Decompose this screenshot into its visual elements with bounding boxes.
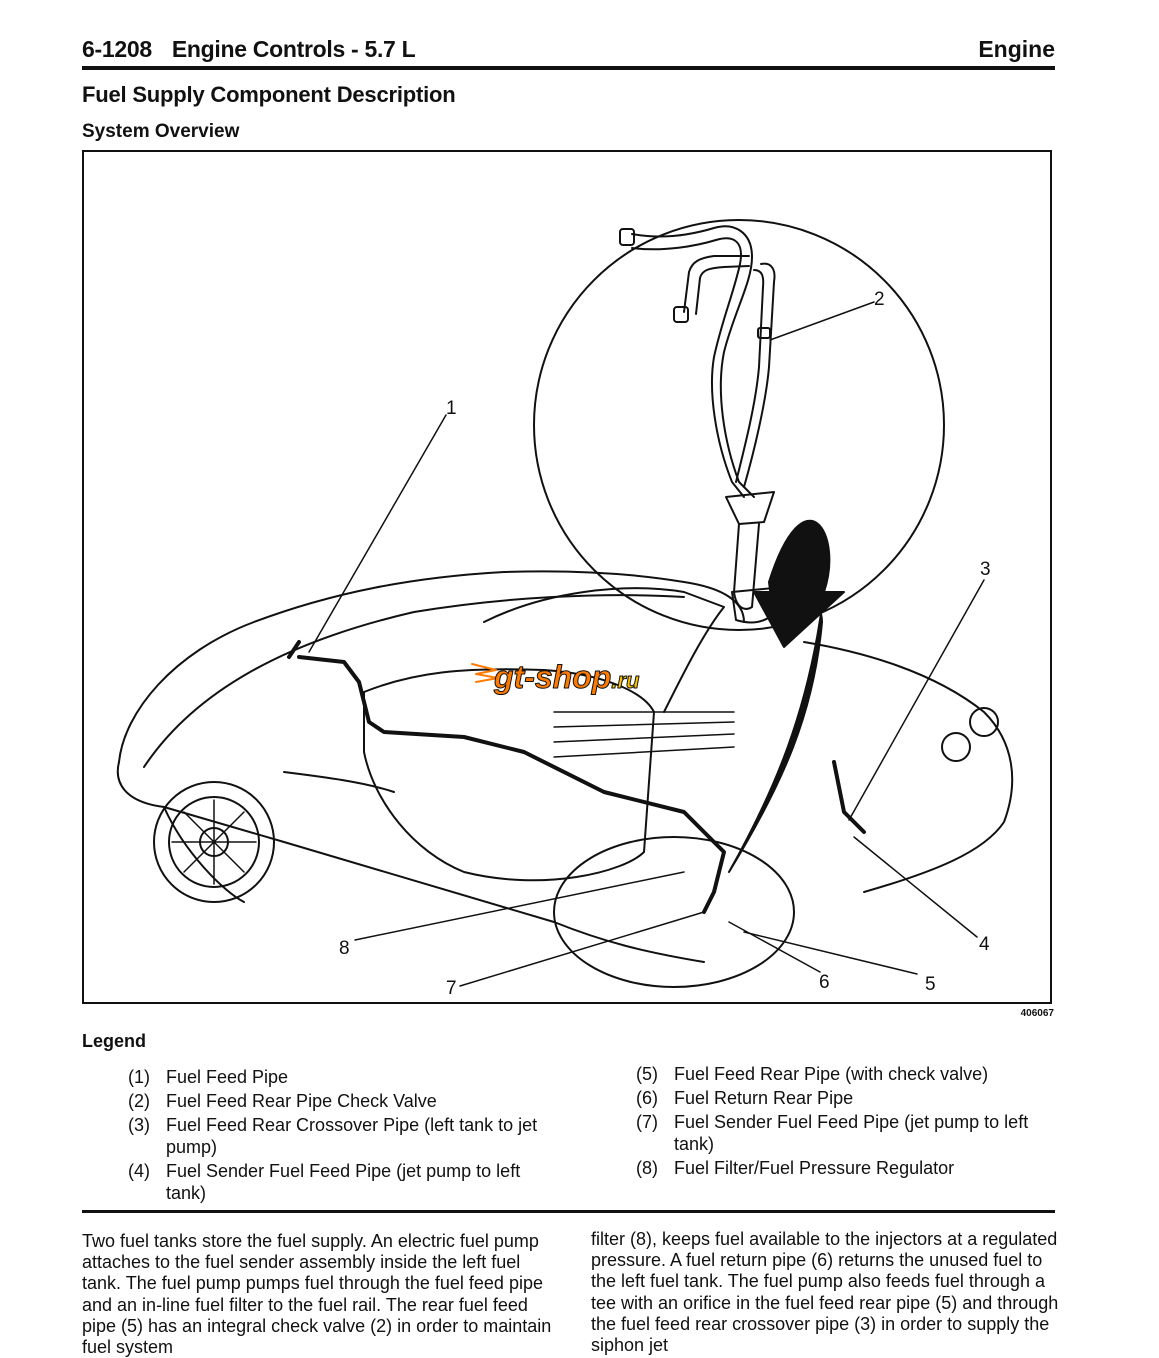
- callout-2: 2: [874, 289, 885, 310]
- tail-light-2: [941, 732, 971, 762]
- legend-text: Fuel Sender Fuel Feed Pipe (jet pump to …: [166, 1161, 521, 1203]
- legend-item: (1) Fuel Feed Pipe: [128, 1066, 558, 1088]
- body-text-column-left: Two fuel tanks store the fuel supply. An…: [82, 1231, 552, 1358]
- legend-number: (2): [128, 1091, 150, 1111]
- legend-item: (7) Fuel Sender Fuel Feed Pipe (jet pump …: [636, 1111, 1066, 1155]
- crossover-pipe: [832, 760, 866, 834]
- watermark-logo: gt-shop.ru: [471, 659, 640, 696]
- front-wheel-spokes: [171, 799, 257, 885]
- car-side-vent: [283, 771, 395, 793]
- car-door: [363, 668, 655, 882]
- roof-stripes: [553, 711, 735, 758]
- car-rear: [803, 641, 1014, 893]
- fuel-feed-pipe: [287, 640, 726, 914]
- leader-5: [743, 931, 918, 975]
- legend-item: (4) Fuel Sender Fuel Feed Pipe (jet pump …: [128, 1160, 558, 1204]
- detail-inset: [533, 219, 945, 631]
- front-wheel-rim: [168, 796, 260, 888]
- callout-7: 7: [446, 978, 457, 999]
- callout-1: 1: [446, 398, 457, 419]
- car-hood-inner: [143, 594, 685, 768]
- page-number: 6-1208: [82, 36, 152, 62]
- leader-3: [848, 579, 985, 821]
- legend-item: (2) Fuel Feed Rear Pipe Check Valve: [128, 1090, 558, 1112]
- car-illustration: [116, 570, 1014, 988]
- leader-1: [308, 414, 447, 653]
- section-title: Fuel Supply Component Description: [82, 82, 456, 107]
- legend-text: Fuel Return Rear Pipe: [674, 1088, 854, 1108]
- leader-6: [728, 921, 821, 973]
- legend-number: (3): [128, 1115, 150, 1135]
- subsection-title: System Overview: [82, 121, 240, 142]
- legend-number: (6): [636, 1088, 658, 1108]
- legend-text: Fuel Sender Fuel Feed Pipe (jet pump to …: [674, 1112, 1029, 1154]
- legend-item: (6) Fuel Return Rear Pipe: [636, 1087, 1066, 1109]
- inset-pipe-f: [735, 269, 765, 483]
- legend-number: (5): [636, 1064, 658, 1084]
- legend-column-right: (5) Fuel Feed Rear Pipe (with check valve…: [636, 1063, 1066, 1181]
- system-overview-figure: gt-shop.ru 1 2 3 4 5 6 7 8: [82, 150, 1052, 1004]
- inset-pipe-d: [695, 265, 750, 315]
- callout-8: 8: [339, 938, 350, 959]
- inset-connector: [725, 491, 775, 525]
- inset-pipe-e: [743, 262, 776, 488]
- legend-column-left: (1) Fuel Feed Pipe (2) Fuel Feed Rear Pipe…: [128, 1066, 558, 1206]
- watermark-speed-lines: [471, 663, 499, 683]
- check-valve: [757, 327, 771, 339]
- legend-text: Fuel Feed Pipe: [166, 1067, 289, 1087]
- legend-item: (3) Fuel Feed Rear Crossover Pipe (left t…: [128, 1114, 558, 1158]
- legend-item: (8) Fuel Filter/Fuel Pressure Regulator: [636, 1157, 1066, 1179]
- car-windshield: [483, 587, 725, 713]
- legend-number: (1): [128, 1067, 150, 1087]
- inset-fitting-top: [619, 228, 635, 246]
- watermark-text: gt-shop.ru: [493, 659, 640, 695]
- tail-light-1: [969, 707, 999, 737]
- callout-5: 5: [925, 974, 936, 995]
- page-header-left: 6-1208 Engine Controls - 5.7 L: [82, 36, 416, 63]
- legend-title: Legend: [82, 1031, 147, 1051]
- detail-arrow-icon: [728, 520, 831, 873]
- arrow-head: [753, 591, 845, 648]
- car-hood-line: [118, 570, 745, 763]
- legend-item: (5) Fuel Feed Rear Pipe (with check valve…: [636, 1063, 1066, 1085]
- detail-circle: [533, 219, 945, 631]
- legend-text: Fuel Feed Rear Pipe (with check valve): [674, 1064, 989, 1084]
- leader-8: [354, 871, 685, 941]
- callout-3: 3: [980, 559, 991, 580]
- inset-pipe-c: [683, 255, 750, 313]
- inset-fitting-left: [673, 306, 689, 323]
- section-name: Engine: [978, 36, 1055, 62]
- legend-number: (7): [636, 1112, 658, 1132]
- legend-number: (8): [636, 1158, 658, 1178]
- figure-id: 406067: [1020, 1008, 1054, 1019]
- callout-6: 6: [819, 972, 830, 993]
- inset-pipe-a: [631, 225, 755, 498]
- fuel-system-diagram: gt-shop.ru 1 2 3 4 5 6 7 8: [116, 219, 1014, 999]
- leader-4: [853, 836, 978, 938]
- chapter-title: Engine Controls - 5.7 L: [171, 36, 416, 62]
- leader-2: [769, 301, 875, 341]
- legend-text: Fuel Feed Rear Pipe Check Valve: [166, 1091, 437, 1111]
- inset-pipe-b: [631, 237, 745, 498]
- leader-7: [459, 911, 705, 987]
- body-text-column-right: filter (8), keeps fuel available to the …: [591, 1229, 1059, 1356]
- page-header: 6-1208 Engine Controls - 5.7 L Engine: [82, 36, 1055, 66]
- legend-text: Fuel Feed Rear Crossover Pipe (left tank…: [166, 1115, 538, 1157]
- front-wheel: [153, 781, 275, 903]
- body-rule: [82, 1210, 1055, 1213]
- car-side-bottom: [116, 761, 705, 963]
- leader-lines: [308, 301, 985, 987]
- fuel-tank: [553, 836, 795, 988]
- header-rule: [82, 66, 1055, 70]
- legend-number: (4): [128, 1161, 150, 1181]
- callout-4: 4: [979, 934, 990, 955]
- legend-text: Fuel Filter/Fuel Pressure Regulator: [674, 1158, 955, 1178]
